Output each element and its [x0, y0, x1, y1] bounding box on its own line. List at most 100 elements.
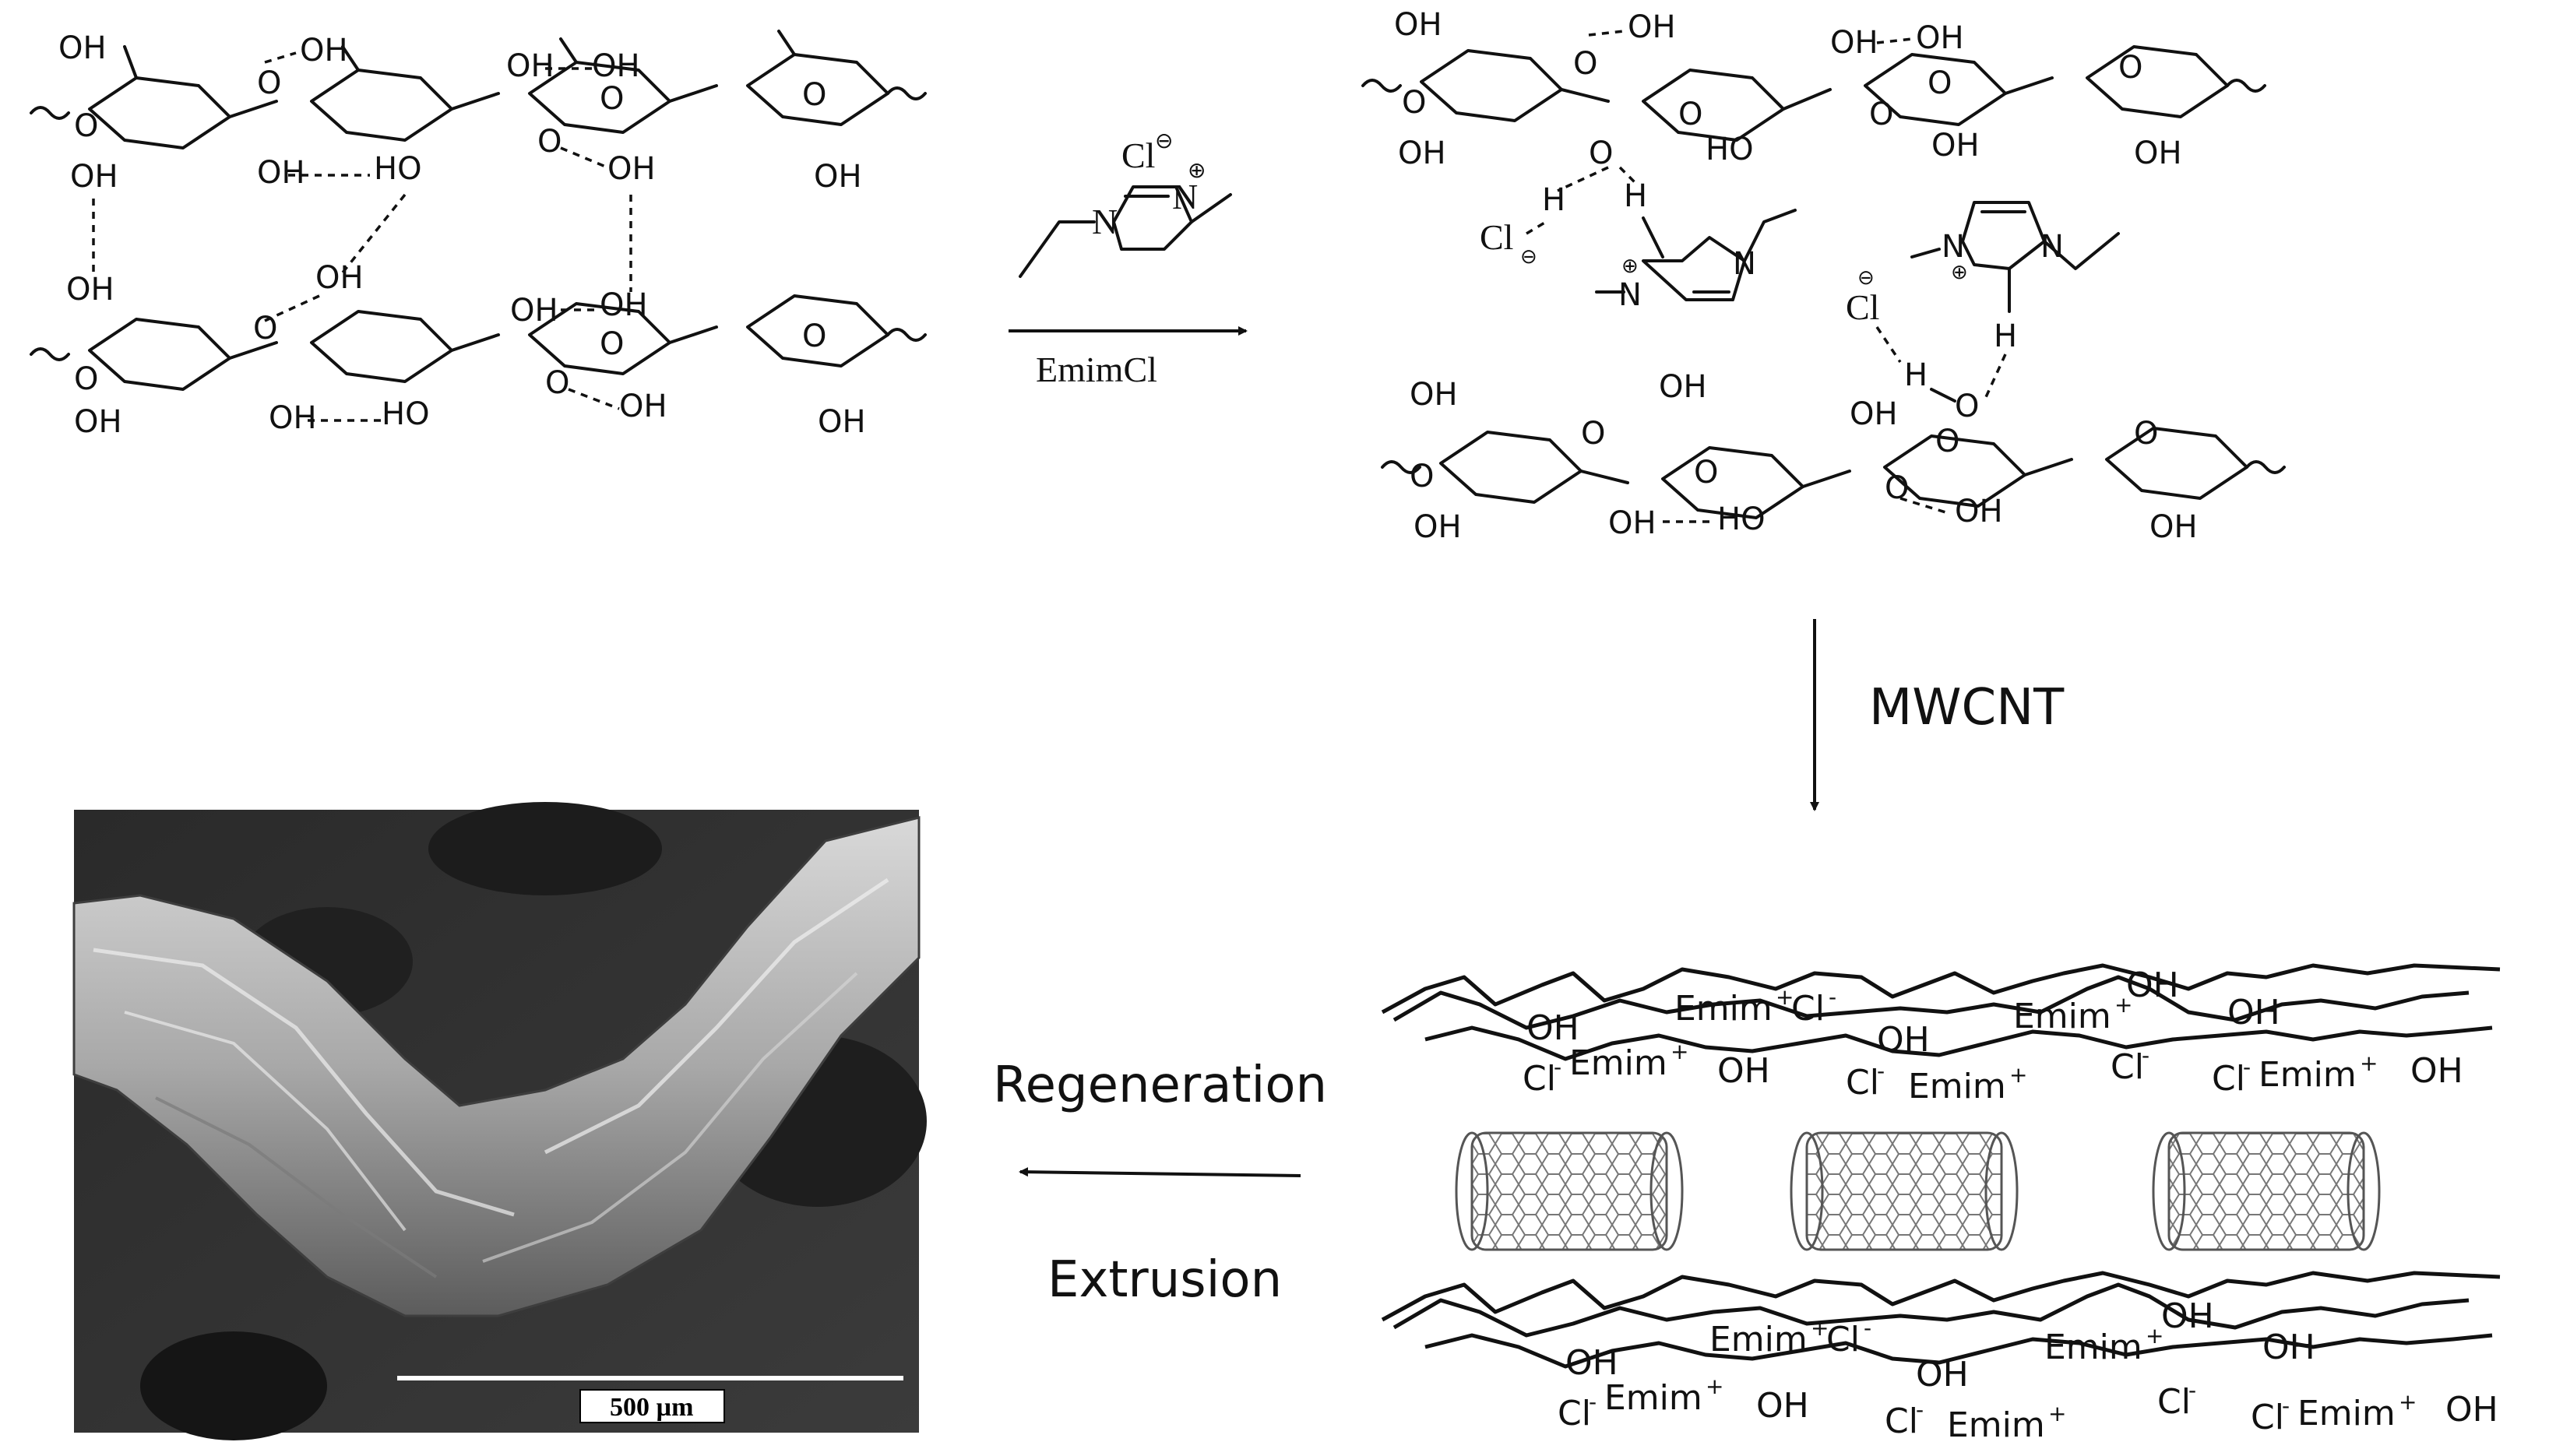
- ring-o-label: O: [257, 65, 281, 101]
- emim-label: Emim: [2044, 1328, 2142, 1367]
- emim-label: Emim: [2259, 1055, 2357, 1095]
- ring-o-label: O: [537, 124, 562, 160]
- chloride-left: Cl: [1480, 217, 1513, 257]
- ring-o-label: O: [253, 311, 277, 346]
- emim-label: Emim: [1674, 989, 1773, 1029]
- cellulose-chain-lower: OH OH OH OH O O O O O OH OH HO OH OH: [30, 260, 927, 440]
- cl-sup: -: [1554, 1054, 1561, 1080]
- native-cellulose: OH O OH OH OH O O O OH OH HO O OH OH: [30, 30, 927, 440]
- o-label: O: [1589, 135, 1613, 171]
- arrow-step3-label-top: Regeneration: [993, 1057, 1327, 1114]
- cl-sup: -: [1877, 1058, 1885, 1084]
- cl-label: Cl: [1791, 989, 1825, 1029]
- oh-label: OH: [600, 287, 648, 323]
- oh-label: OH: [1565, 1343, 1618, 1383]
- cl-label: Cl: [2111, 1047, 2144, 1087]
- oh-label: OH: [1526, 1008, 1579, 1048]
- oh-label: OH: [1850, 396, 1898, 432]
- cl-label: Cl: [2157, 1382, 2191, 1422]
- oh-label: OH: [58, 30, 107, 66]
- emim-sup: +: [2114, 992, 2132, 1018]
- emim-cation-left: N ⊕ N: [1595, 209, 1797, 313]
- ring-o-label: O: [1402, 85, 1426, 121]
- n-label: N: [1733, 246, 1756, 282]
- scale-label: 500 µm: [610, 1393, 693, 1422]
- oh-label: OH: [2149, 509, 2198, 545]
- oh-label: OH: [2161, 1296, 2214, 1336]
- arrow-step1: EmimCl: [1009, 326, 1248, 389]
- reagent-anion-charge: ⊖: [1155, 128, 1173, 153]
- nanotube: [1790, 1131, 2019, 1251]
- h-label: H: [1542, 182, 1565, 218]
- n-charge: ⊕: [1621, 255, 1639, 278]
- cellulose-chain-upper: OH O OH OH OH O O O OH OH HO O OH OH: [30, 30, 927, 195]
- ho-label: HO: [1706, 132, 1754, 167]
- chloride-right: Cl: [1846, 287, 1879, 327]
- ring-o-label: O: [600, 326, 624, 362]
- composite-structure: OH Emim + Cl - OH Emim + OH OH Cl - Emim…: [1381, 963, 2501, 1445]
- oh-label: OH: [619, 389, 667, 424]
- emim-sup: +: [2009, 1062, 2027, 1088]
- oh-label: OH: [70, 159, 118, 195]
- ring-o-label: O: [802, 77, 826, 113]
- ring-o-label: O: [1928, 65, 1952, 101]
- reagent-n-left: N: [1092, 202, 1118, 241]
- cl-sup: -: [1916, 1397, 1924, 1423]
- emim-label: Emim: [1569, 1043, 1667, 1083]
- chloride-right-charge: ⊖: [1857, 266, 1875, 290]
- fiber: [72, 816, 921, 1317]
- cl-label: Cl: [2212, 1059, 2245, 1099]
- oh-label: OH: [2445, 1390, 2498, 1430]
- cl-label: Cl: [1885, 1401, 1918, 1441]
- oh-label: OH: [814, 159, 862, 195]
- emim-sup: +: [2360, 1050, 2378, 1076]
- ring-o-label: O: [545, 365, 569, 401]
- n-label: N: [1942, 229, 1965, 265]
- arrow-step1-label: EmimCl: [1036, 350, 1157, 389]
- oh-label: OH: [1414, 509, 1462, 545]
- oh-label: OH: [1394, 7, 1442, 43]
- o-label: O: [1955, 389, 1979, 424]
- oh-label: OH: [1717, 1051, 1770, 1091]
- oh-label: OH: [2227, 993, 2280, 1032]
- emim-label: Emim: [1908, 1067, 2006, 1106]
- h-label: H: [1904, 357, 1928, 393]
- cl-label: Cl: [2251, 1398, 2284, 1437]
- ring-o-label: O: [1935, 424, 1959, 459]
- oh-label: OH: [315, 260, 364, 296]
- emim-cation-right: N ⊕ N H: [1910, 201, 2120, 398]
- oh-label: OH: [2134, 135, 2182, 171]
- cl-label: Cl: [1558, 1394, 1591, 1433]
- oh-label: OH: [607, 151, 656, 187]
- cl-sup: -: [1589, 1389, 1597, 1415]
- oh-label: OH: [1916, 1355, 1969, 1394]
- emim-sup: +: [1706, 1373, 1723, 1399]
- reagent-n-right: N: [1172, 177, 1198, 216]
- ho-label: HO: [374, 151, 422, 187]
- cl-label: Cl: [1846, 1063, 1879, 1103]
- n-label: N: [1618, 277, 1642, 313]
- ring-o-label: O: [1410, 459, 1434, 494]
- oh-label: OH: [2126, 965, 2179, 1005]
- reagent-anion: Cl: [1121, 135, 1155, 175]
- emim-label: Emim: [1604, 1378, 1702, 1418]
- cl-sup: -: [2282, 1393, 2290, 1419]
- composite-layer-lower: OH Emim + Cl - OH Emim + OH OH Cl - Emim…: [1381, 1271, 2501, 1445]
- oh-label: OH: [592, 48, 640, 84]
- oh-label: OH: [269, 400, 317, 436]
- oh-label: OH: [1608, 505, 1656, 541]
- oh-label: OH: [1398, 135, 1446, 171]
- h-label: H: [1994, 318, 2017, 354]
- oh-label: OH: [1830, 25, 1878, 61]
- cl-sup: -: [2142, 1043, 2149, 1068]
- ring-o-label: O: [74, 361, 98, 397]
- ho-label: HO: [1717, 501, 1766, 537]
- ring-o-label: O: [600, 81, 624, 117]
- arrow-step3-label-bottom: Extrusion: [1047, 1251, 1282, 1309]
- oh-label: OH: [510, 293, 558, 329]
- ho-label: HO: [382, 396, 430, 432]
- cl-label: Cl: [1826, 1320, 1860, 1359]
- nanotube: [1455, 1131, 1684, 1251]
